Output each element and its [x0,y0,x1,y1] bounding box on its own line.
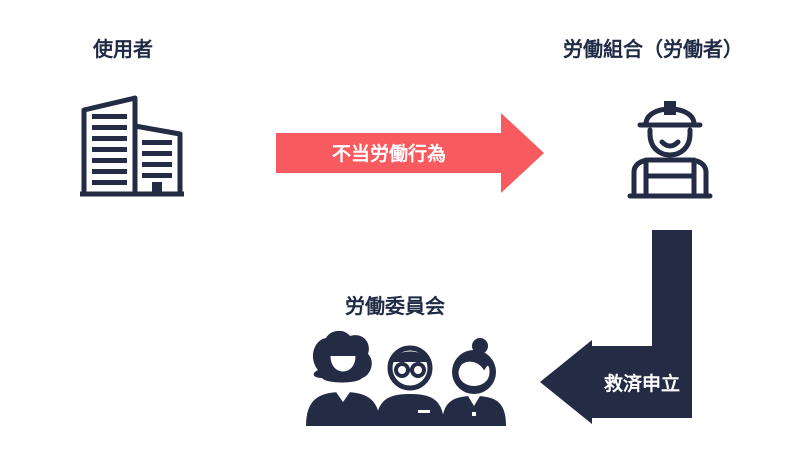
union-label: 労働組合（労働者） [563,37,743,61]
worker-hardhat-icon [627,101,713,199]
relief-petition-label: 救済申立 [604,372,680,395]
commission-members-icon [306,330,506,426]
person-curly-hair-icon [306,330,380,426]
person-bun-hair-icon [442,338,506,426]
unfair-practice-arrow: 不当労働行為 [276,113,544,193]
office-building-icon [80,95,184,197]
unfair-practice-label: 不当労働行為 [332,142,446,165]
person-glasses-icon [376,345,444,426]
employer-label: 使用者 [93,37,153,61]
relief-petition-arrow: 救済申立 [540,230,692,424]
commission-label: 労働委員会 [345,294,445,318]
